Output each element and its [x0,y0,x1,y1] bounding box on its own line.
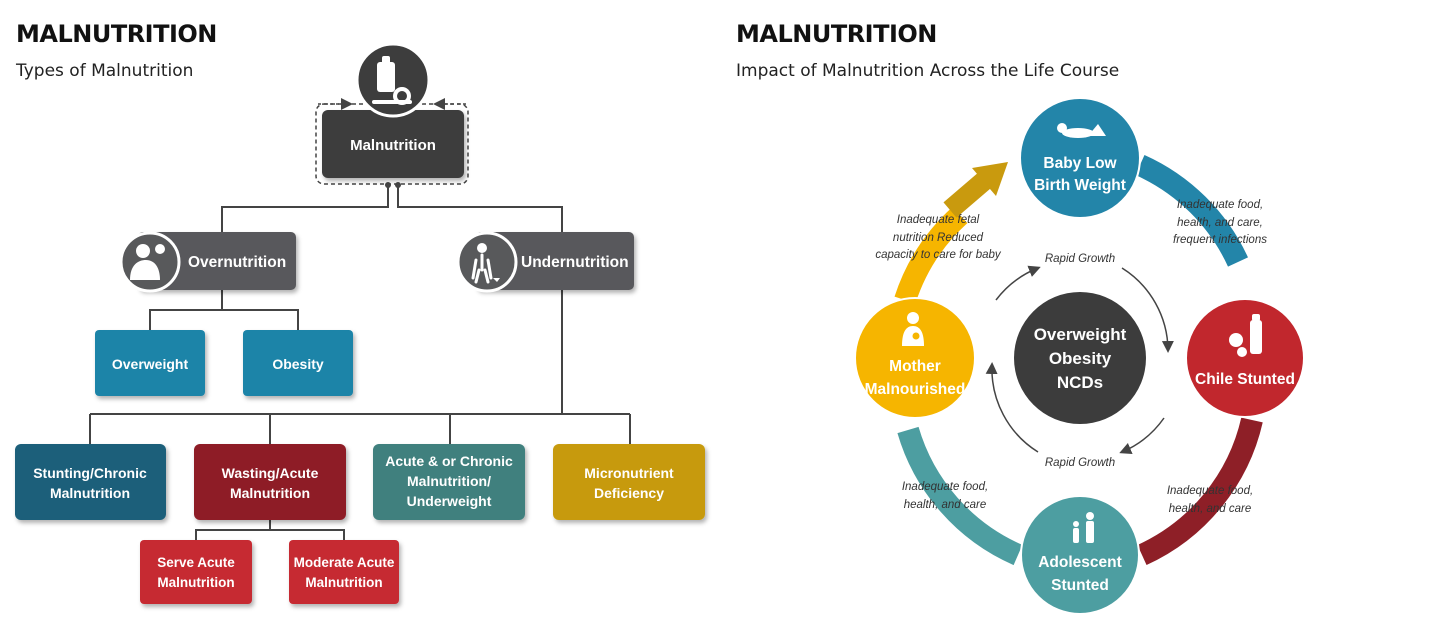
center-line-2: Obesity [1049,349,1112,368]
node-malnutrition: Malnutrition [322,42,464,178]
note-bottom-right: Inadequate food, health, and care [1167,485,1253,515]
left-title: MALNUTRITION [16,20,217,48]
node-overweight: Overweight [95,330,205,396]
node-undernutrition: Undernutrition [456,231,634,293]
person-eating-icon [130,244,165,280]
node-overweight-label: Overweight [112,356,189,372]
node-obesity-label: Obesity [272,356,324,372]
note-bottom-left-line-2: health, and care [904,499,986,511]
note-top-right: Inadequate food, health, and care, frequ… [1173,199,1267,246]
node-stunting-line-1: Stunting/Chronic [33,465,147,481]
note-top-left: Inadequate fetal nutrition Reduced capac… [875,214,1002,261]
node-wasting-line-1: Wasting/Acute [222,465,319,481]
note-top-left-line-2: nutrition Reduced [893,232,984,244]
node-acute-chronic-line-2: Malnutrition/ [407,473,491,489]
node-obesity: Obesity [243,330,353,396]
left-subtitle: Types of Malnutrition [16,61,194,81]
ring-segment-teal [897,426,1023,566]
node-chile-stunted-label: Chile Stunted [1195,371,1295,388]
note-top-right-line-1: Inadequate food, [1177,199,1263,211]
ring-segment-blue [1135,154,1248,267]
rapid-growth-top: Rapid Growth [1045,253,1115,265]
node-serve-acute: Serve Acute Malnutrition [140,540,252,604]
node-wasting-line-2: Malnutrition [230,485,310,501]
node-moderate-acute-line-2: Malnutrition [305,575,382,590]
cycle-ring [894,154,1263,566]
node-mother-line-2: Malnourished [865,381,966,398]
baby-bottle-icon [1229,314,1262,357]
right-subtitle: Impact of Malnutrition Across the Life C… [736,61,1120,81]
life-course-cycle: Rapid Growth Rapid Growth Overweight Obe… [854,97,1305,615]
mother-baby-icon [902,312,924,346]
family-icon [1073,512,1094,543]
inner-arrows [985,265,1174,455]
node-mother-malnourished: Mother Malnourished [854,297,976,419]
node-stunting-line-2: Malnutrition [50,485,130,501]
node-mother-line-1: Mother [889,358,941,375]
node-stunting: Stunting/Chronic Malnutrition [15,444,166,520]
node-baby-line-1: Baby Low [1043,155,1117,172]
cycle-arrow [943,162,1008,218]
node-undernutrition-label: Undernutrition [521,254,629,271]
note-bottom-right-line-1: Inadequate food, [1167,485,1253,497]
node-baby-line-2: Birth Weight [1034,177,1126,194]
ring-segment-red [1137,417,1263,566]
rapid-growth-bottom: Rapid Growth [1045,457,1115,469]
thin-person-icon [471,243,500,284]
node-chile-stunted: Chile Stunted [1185,298,1305,418]
node-moderate-acute-line-1: Moderate Acute [294,555,395,570]
node-acute-chronic-line-1: Acute & or Chronic [385,453,513,469]
note-bottom-left: Inadequate food, health, and care [902,481,988,511]
note-top-right-line-2: health, and care, [1177,217,1263,229]
center-line-3: NCDs [1057,373,1103,392]
node-micronutrient-line-1: Micronutrient [584,465,674,481]
center-circle: Overweight Obesity NCDs [1014,292,1146,424]
node-wasting: Wasting/Acute Malnutrition [194,444,346,520]
node-micronutrient-line-2: Deficiency [594,485,664,501]
node-adolescent-line-1: Adolescent [1038,554,1122,571]
kitchen-scale-icon [372,56,412,105]
ring-segment-yellow [894,206,968,304]
node-overnutrition-label: Overnutrition [188,254,286,271]
note-top-right-line-3: frequent infections [1173,234,1267,246]
node-acute-chronic-line-3: Underweight [407,493,492,509]
note-top-left-line-3: capacity to care for baby [875,249,1002,261]
node-acute-chronic: Acute & or Chronic Malnutrition/ Underwe… [373,444,525,520]
types-tree: Malnutrition Overnutrition U [15,42,705,604]
tree-connectors [89,185,631,540]
node-micronutrient: Micronutrient Deficiency [553,444,705,520]
node-adolescent-stunted: Adolescent Stunted [1020,495,1140,615]
node-baby-low-birth-weight: Baby Low Birth Weight [1019,97,1141,219]
note-bottom-left-line-1: Inadequate food, [902,481,988,493]
node-adolescent-line-2: Stunted [1051,577,1109,594]
note-top-left-line-1: Inadequate fetal [897,214,980,226]
right-title: MALNUTRITION [736,20,937,48]
center-line-1: Overweight [1034,325,1127,344]
node-malnutrition-label: Malnutrition [350,137,436,154]
note-bottom-right-line-2: health, and care [1169,503,1251,515]
node-moderate-acute: Moderate Acute Malnutrition [289,540,399,604]
node-serve-acute-line-2: Malnutrition [157,575,234,590]
baby-icon [1057,123,1106,138]
node-serve-acute-line-1: Serve Acute [157,555,235,570]
node-overnutrition: Overnutrition [119,231,296,293]
